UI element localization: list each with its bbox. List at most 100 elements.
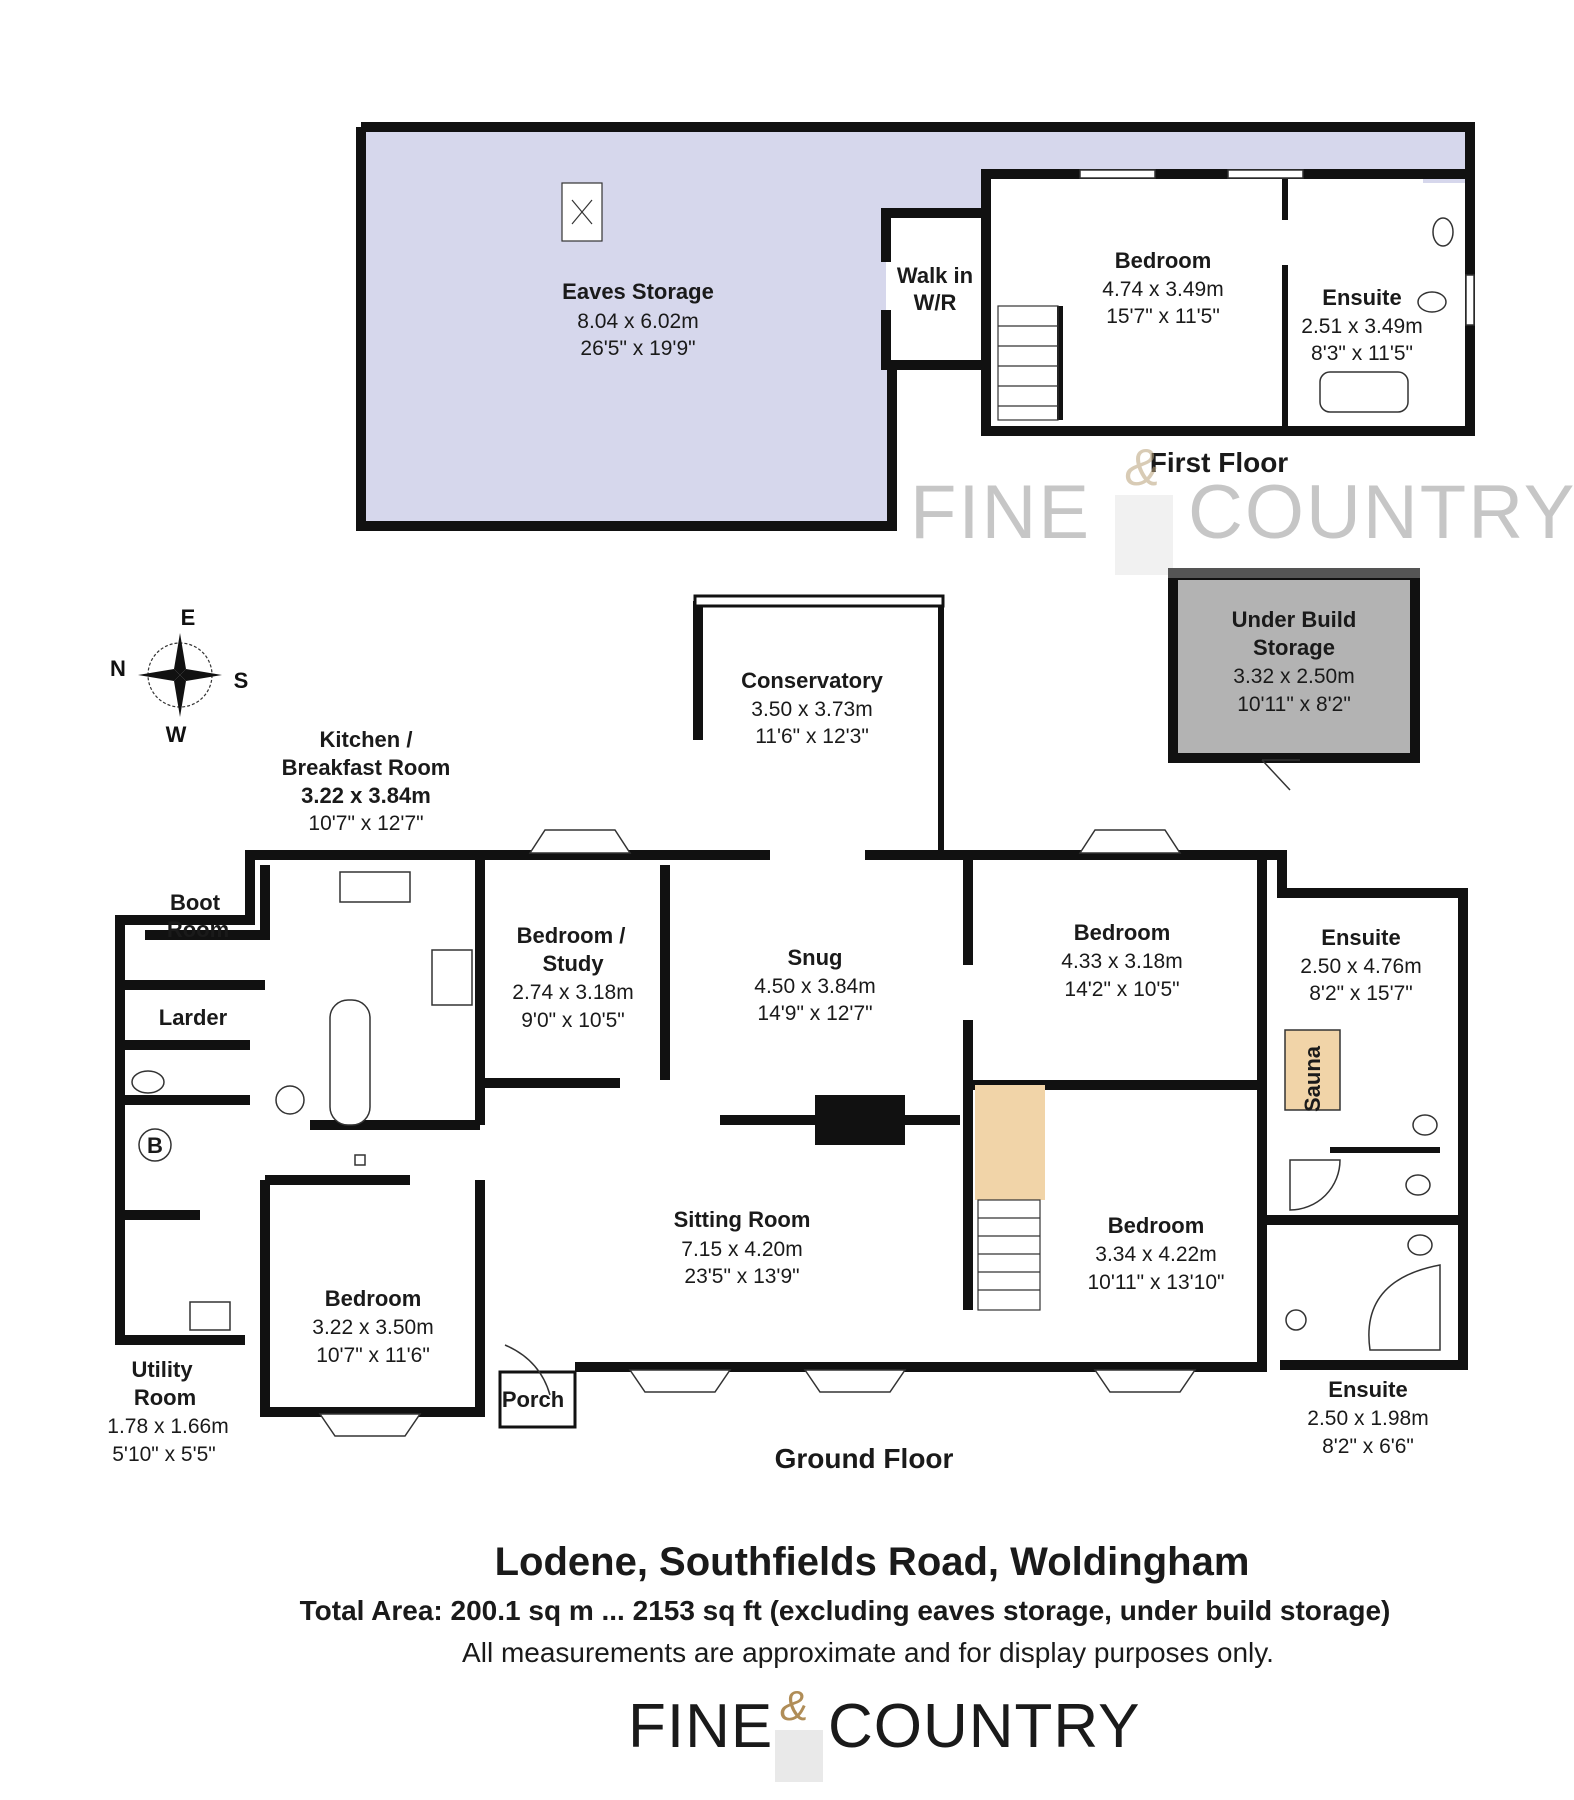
- fixture: [354, 1154, 366, 1166]
- sitting-metric: 7.15 x 4.20m: [681, 1238, 802, 1261]
- total-area: Total Area: 200.1 sq m ... 2153 sq ft (e…: [300, 1595, 1391, 1626]
- under-build-box: [1168, 570, 1420, 763]
- boot-name-2: Room: [167, 917, 229, 942]
- boot-name: Boot: [170, 890, 221, 915]
- ground-south-wall: [575, 1362, 1267, 1372]
- brand-watermark: FINE & COUNTRY: [910, 439, 1574, 575]
- bath-icon: [1319, 371, 1409, 413]
- kitchen-imperial: 10'7" x 12'7": [308, 812, 423, 835]
- bedroom-se-imperial: 10'11" x 13'10": [1088, 1271, 1225, 1294]
- utility-imperial: 5'10" x 5'5": [112, 1443, 216, 1466]
- snug-metric: 4.50 x 3.84m: [754, 975, 875, 998]
- kitchen-name-2: Breakfast Room: [282, 755, 451, 780]
- bedroom-ne-metric: 4.33 x 3.18m: [1061, 950, 1182, 973]
- conservatory-imperial: 11'6" x 12'3": [755, 725, 869, 748]
- disclaimer: All measurements are approximate and for…: [462, 1637, 1274, 1668]
- door-swing: [1261, 759, 1300, 791]
- brand-pillar-icon: [775, 1730, 823, 1782]
- brand-word-2: COUNTRY: [1188, 470, 1574, 555]
- under-build-storage: Under Build Storage 3.32 x 2.50m 10'11" …: [1168, 568, 1420, 791]
- compass-e: E: [181, 605, 196, 630]
- hob-icon: [431, 949, 473, 1006]
- first-floor: Eaves Storage 8.04 x 6.02m 26'5" x 19'9"…: [356, 122, 1475, 531]
- shower-icon: [1289, 1159, 1341, 1211]
- bedroom-ff-imperial: 15'7" x 11'5": [1106, 305, 1220, 328]
- conservatory-metric: 3.50 x 3.73m: [751, 698, 872, 721]
- brand-logo: FINE & COUNTRY: [628, 1682, 1140, 1782]
- footer: Lodene, Southfields Road, Woldingham Tot…: [300, 1540, 1391, 1668]
- first-floor-outer-wall: [361, 122, 1475, 183]
- brand-ampersand: &: [1125, 439, 1160, 497]
- utility-metric: 1.78 x 1.66m: [107, 1415, 228, 1438]
- sauna-label: Sauna: [1300, 1045, 1325, 1112]
- sauna-box: [1284, 1029, 1341, 1111]
- pillar-icon: [1115, 495, 1173, 575]
- bedroom-ne-imperial: 14'2" x 10'5": [1064, 978, 1179, 1001]
- bay-window: [528, 829, 632, 854]
- ensuite-e1-imperial: 8'2" x 15'7": [1309, 982, 1413, 1005]
- window: [1079, 169, 1156, 179]
- brand-logo-ampersand: &: [780, 1682, 808, 1729]
- ensuite-e2-name: Ensuite: [1328, 1377, 1407, 1402]
- toilet-icon: [1407, 1234, 1433, 1256]
- bay-window: [1078, 829, 1182, 854]
- bedroom-w-imperial: 10'7" x 11'6": [316, 1344, 430, 1367]
- eaves-outer-wall: [356, 127, 897, 531]
- address: Lodene, Southfields Road, Woldingham: [495, 1540, 1250, 1584]
- walkin-wall: [881, 208, 991, 370]
- chimney-breast: [815, 1095, 905, 1145]
- ensuite-e2-imperial: 8'2" x 6'6": [1322, 1435, 1414, 1458]
- sitting-name: Sitting Room: [674, 1207, 811, 1232]
- ensuite-ff-name: Ensuite: [1322, 285, 1401, 310]
- eaves-name: Eaves Storage: [562, 279, 714, 304]
- brand-logo-word-2: COUNTRY: [828, 1692, 1140, 1761]
- eaves-storage-area: [361, 127, 1470, 526]
- study-name: Bedroom /: [517, 923, 626, 948]
- toilet-icon: [1432, 217, 1454, 247]
- porch-outline: [498, 1370, 577, 1429]
- eaves-metric: 8.04 x 6.02m: [577, 310, 698, 333]
- bedroom-se-metric: 3.34 x 4.22m: [1095, 1243, 1216, 1266]
- conservatory-name: Conservatory: [741, 668, 884, 693]
- first-floor-label: First Floor: [1150, 447, 1289, 478]
- ensuite-ff-imperial: 8'3" x 11'5": [1311, 342, 1413, 365]
- utility-name-2: Room: [134, 1385, 196, 1410]
- bay-window: [1093, 1369, 1197, 1393]
- ground-north-wall-2: [865, 850, 1468, 1370]
- utility-sink-icon: [189, 1301, 231, 1331]
- bedroom-se-name: Bedroom: [1108, 1213, 1205, 1238]
- compass-s: S: [234, 668, 249, 693]
- bedroom-w-metric: 3.22 x 3.50m: [312, 1316, 433, 1339]
- eaves-imperial: 26'5" x 19'9": [580, 337, 695, 360]
- kitchen-name: Kitchen /: [320, 727, 413, 752]
- study-imperial: 9'0" x 10'5": [521, 1009, 625, 1032]
- kitchen-metric: 3.22 x 3.84m: [301, 783, 431, 808]
- ensuite-e1-name: Ensuite: [1321, 925, 1400, 950]
- window: [1227, 169, 1304, 179]
- sink-icon: [339, 871, 411, 903]
- compass-rose: N E S W: [110, 605, 248, 747]
- bedroom-ensuite-block: [981, 169, 1475, 436]
- toilet-icon: [1417, 291, 1447, 313]
- window: [1465, 274, 1475, 326]
- basin-icon: [1412, 1114, 1438, 1136]
- under-build-metric: 3.32 x 2.50m: [1233, 665, 1354, 688]
- under-build-roof: [1168, 568, 1420, 578]
- ground-west-bedroom-wall: [260, 1180, 485, 1417]
- compass-w: W: [166, 722, 187, 747]
- bedroom-w-name: Bedroom: [325, 1286, 422, 1311]
- under-build-name: Under Build: [1232, 607, 1357, 632]
- island-icon: [329, 999, 371, 1126]
- bay-window: [628, 1369, 732, 1393]
- boiler-icon: [138, 1128, 172, 1162]
- under-build-imperial: 10'11" x 8'2": [1237, 693, 1351, 716]
- door-swing: [504, 1344, 551, 1396]
- ground-floor-label: Ground Floor: [775, 1443, 954, 1474]
- under-build-name-2: Storage: [1253, 635, 1335, 660]
- stair-landing: [975, 1085, 1045, 1200]
- first-floor-stairs: [997, 305, 1059, 421]
- study-name-2: Study: [542, 951, 604, 976]
- bay-window: [803, 1369, 907, 1393]
- bay-window: [318, 1413, 422, 1437]
